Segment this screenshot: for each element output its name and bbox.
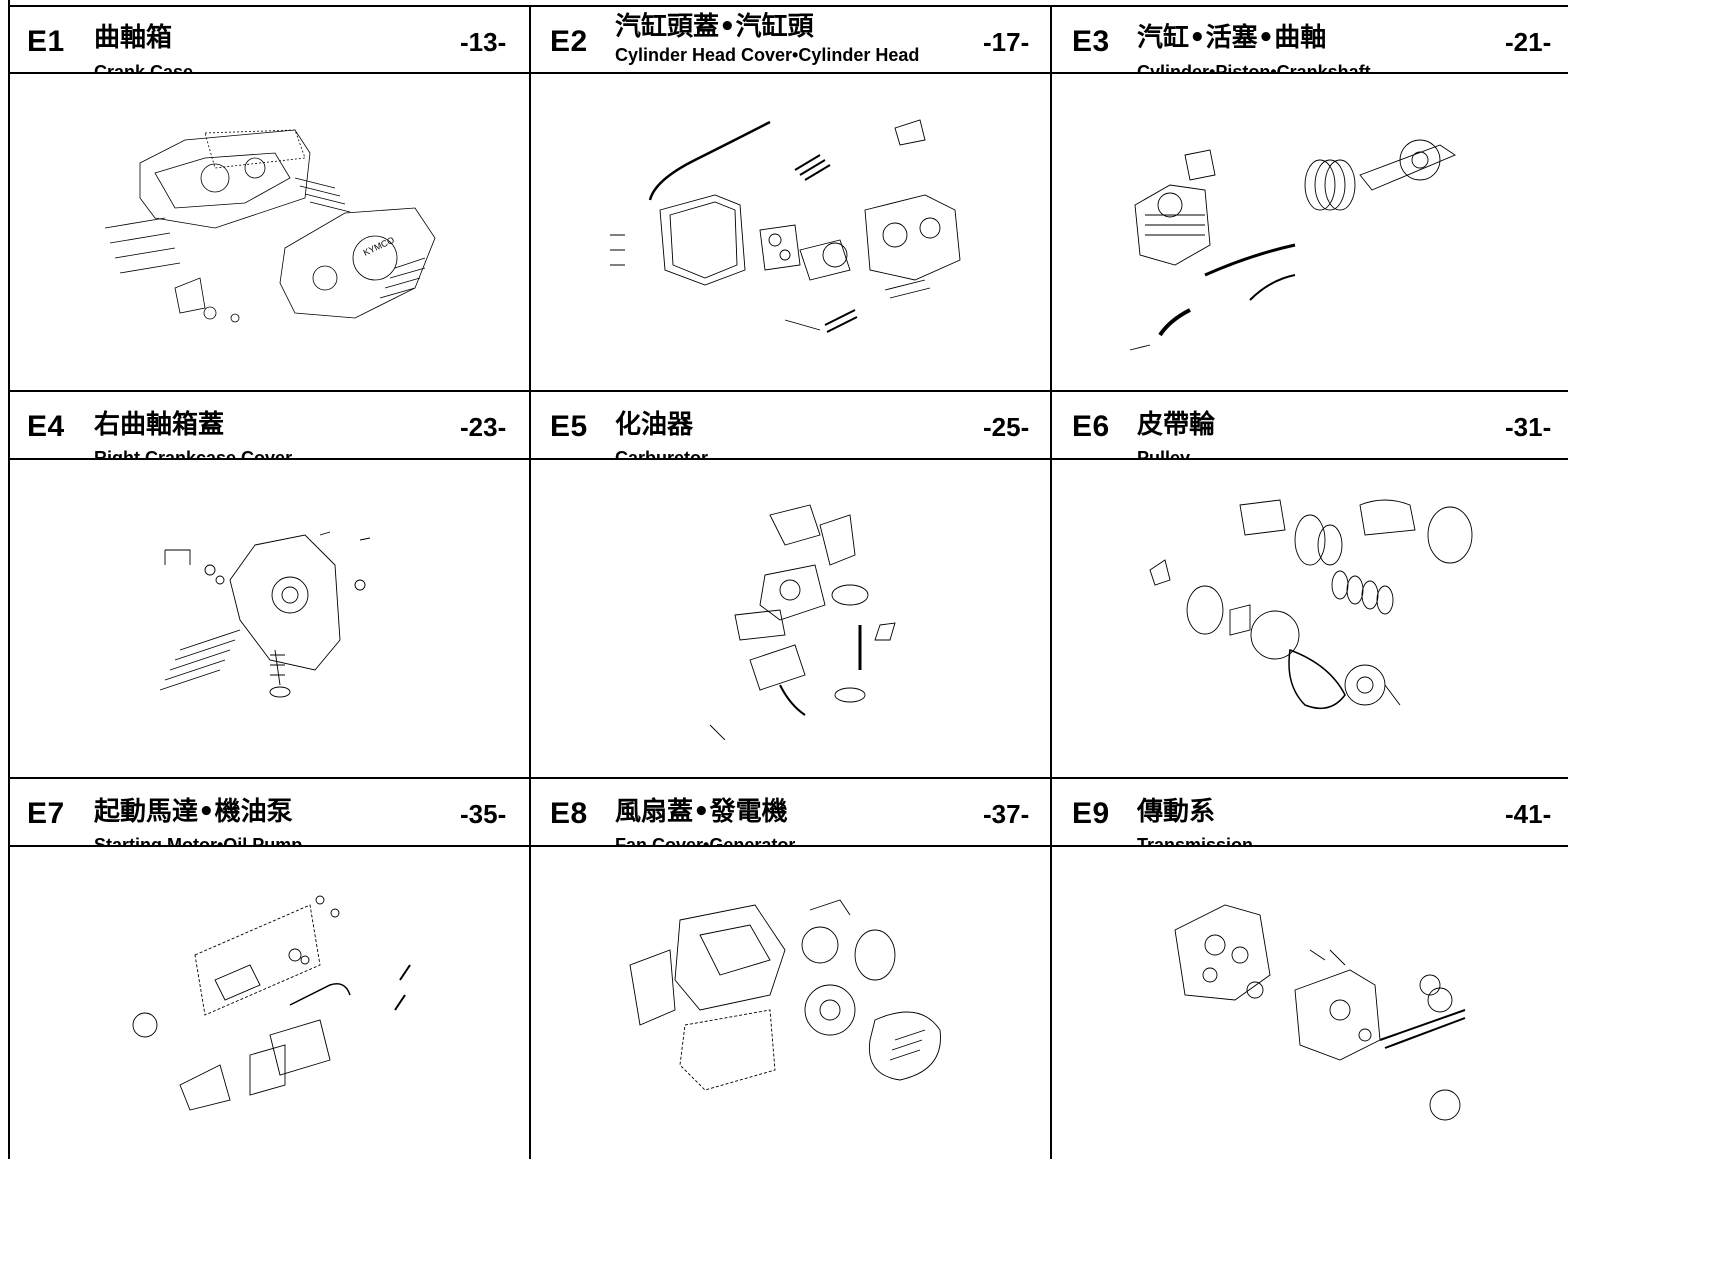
section-title-zh: 化油器: [615, 410, 694, 440]
right-crankcase-cover-diagram-icon[interactable]: [120, 520, 380, 710]
transmission-diagram-icon[interactable]: [1165, 890, 1480, 1140]
page-number: -35-: [460, 799, 507, 829]
section-title-en: Fan Cover•Generator: [615, 837, 795, 845]
header-rule-row3: [8, 845, 1568, 847]
section-code: E1: [27, 25, 65, 58]
section-title-en: Cylinder•Piston•Crankshaft: [1137, 64, 1371, 72]
crankcase-diagram-icon[interactable]: KYMCO: [95, 118, 445, 338]
svg-text:KYMCO: KYMCO: [362, 235, 396, 258]
section-code: E7: [27, 797, 65, 830]
section-title-zh: 右曲軸箱蓋: [94, 410, 225, 440]
section-title-zh: 汽缸頭蓋•汽缸頭: [615, 12, 814, 42]
page-border-top: [8, 5, 1568, 7]
page-number: -25-: [983, 412, 1030, 442]
page-number: -23-: [460, 412, 507, 442]
page-border-left: [8, 0, 10, 1159]
grid-divider-1: [529, 7, 531, 1159]
page-number: -37-: [983, 799, 1030, 829]
section-code: E4: [27, 410, 65, 443]
row-divider-1: [8, 390, 1568, 392]
section-title-zh: 皮帶輪: [1137, 410, 1216, 440]
section-code: E6: [1072, 410, 1110, 443]
cylinder-piston-diagram-icon[interactable]: [1110, 105, 1500, 355]
starter-oil-pump-diagram-icon[interactable]: [120, 885, 420, 1115]
section-title-en: Crank Case: [94, 64, 193, 72]
cylinder-head-diagram-icon[interactable]: [595, 110, 985, 375]
row-divider-2: [8, 777, 1568, 779]
page-number: -13-: [460, 27, 507, 57]
section-title-en: Transmission: [1137, 837, 1253, 845]
section-title-zh: 風扇蓋•發電機: [615, 797, 788, 827]
section-title-zh: 汽缸•活塞•曲軸: [1137, 23, 1327, 53]
carburetor-diagram-icon[interactable]: [670, 495, 910, 740]
section-title-en: Right Crankcase Cover: [94, 450, 292, 458]
header-rule-row2: [8, 458, 1568, 460]
fan-cover-generator-diagram-icon[interactable]: [620, 890, 960, 1115]
section-title-zh: 起動馬達•機油泵: [94, 797, 293, 827]
section-code: E3: [1072, 25, 1110, 58]
page-number: -41-: [1505, 799, 1552, 829]
header-rule-row1: [8, 72, 1568, 74]
page-number: -31-: [1505, 412, 1552, 442]
section-code: E9: [1072, 797, 1110, 830]
grid-divider-2: [1050, 7, 1052, 1159]
section-title-en: Pulley: [1137, 450, 1190, 458]
section-title-zh: 曲軸箱: [94, 23, 173, 53]
section-title-zh: 傳動系: [1137, 797, 1216, 827]
section-code: E5: [550, 410, 588, 443]
section-title-en: Starting Motor•Oil Pump: [94, 837, 302, 845]
pulley-diagram-icon[interactable]: [1130, 485, 1500, 730]
page-number: -17-: [983, 27, 1030, 57]
section-code: E8: [550, 797, 588, 830]
section-title-en: Carburetor: [615, 450, 708, 458]
page-number: -21-: [1505, 27, 1552, 57]
section-code: E2: [550, 25, 588, 58]
section-title-en: Cylinder Head Cover•Cylinder Head: [615, 45, 920, 65]
